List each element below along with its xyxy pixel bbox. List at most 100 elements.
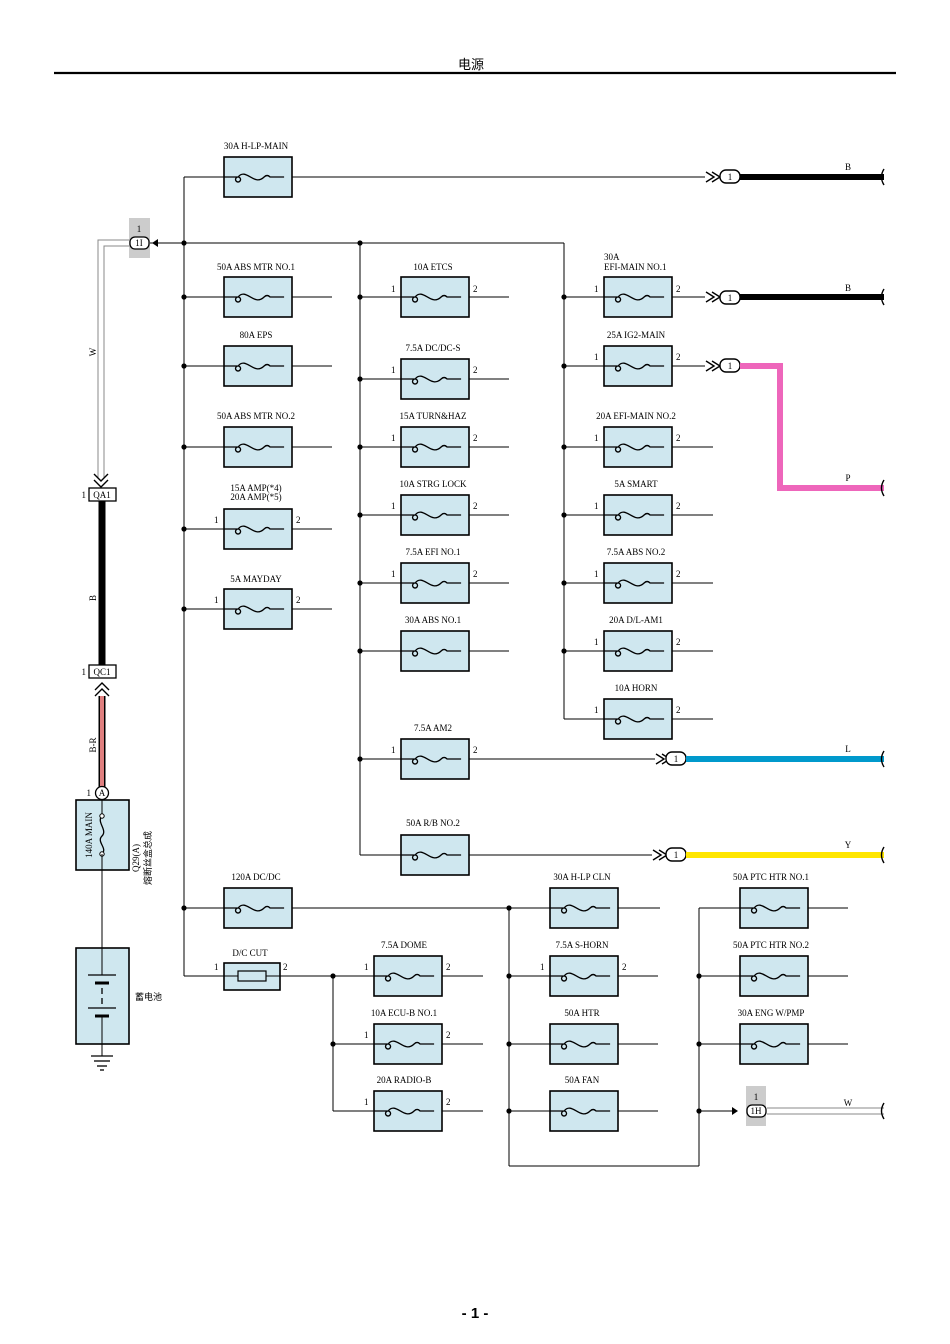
fuse-7-5a-efi-no1: 7.5A EFI NO.1 1 2	[360, 547, 509, 604]
svg-text:10A ECU-B NO.1: 10A ECU-B NO.1	[371, 1008, 437, 1018]
svg-text:QC1: QC1	[93, 667, 110, 677]
fuse-30a-efi-main-no1: 30A EFI-MAIN NO.1 1 2	[564, 252, 705, 318]
svg-text:1: 1	[594, 705, 599, 715]
svg-text:1: 1	[728, 361, 733, 371]
fuse-50a-ptc-htr-no2: 50A PTC HTR NO.2	[699, 940, 848, 997]
svg-text:5A MAYDAY: 5A MAYDAY	[230, 574, 282, 584]
svg-text:50A ABS MTR NO.2: 50A ABS MTR NO.2	[217, 411, 295, 421]
svg-text:10A STRG LOCK: 10A STRG LOCK	[399, 479, 467, 489]
svg-text:1: 1	[391, 501, 396, 511]
svg-text:EFI-MAIN NO.1: EFI-MAIN NO.1	[604, 262, 667, 272]
svg-text:1: 1	[674, 754, 679, 764]
svg-text:50A ABS MTR NO.1: 50A ABS MTR NO.1	[217, 262, 295, 272]
svg-text:1: 1	[391, 745, 396, 755]
connector-a: A 1	[87, 785, 110, 801]
svg-text:50A FAN: 50A FAN	[565, 1075, 600, 1085]
svg-text:2: 2	[296, 515, 301, 525]
fuse-7-5a-am2: 7.5A AM2 1 2	[360, 723, 655, 780]
output-wire-p: 1 P	[705, 358, 885, 497]
svg-text:20A RADIO-B: 20A RADIO-B	[377, 1075, 432, 1085]
fuse-25a-ig2-main: 25A IG2-MAIN 1 2	[564, 330, 705, 387]
svg-text:P: P	[845, 473, 850, 483]
svg-text:1: 1	[87, 788, 92, 798]
svg-text:B: B	[845, 162, 851, 172]
svg-text:2: 2	[473, 433, 478, 443]
fuse-15a-turn-haz: 15A TURN&HAZ 1 2	[360, 411, 509, 468]
svg-text:2: 2	[676, 352, 681, 362]
fuse-120a-dcdc: 120A DC/DC	[223, 872, 293, 929]
svg-text:80A EPS: 80A EPS	[240, 330, 273, 340]
svg-text:2: 2	[473, 501, 478, 511]
wire-w-left: W	[88, 239, 130, 488]
svg-text:2: 2	[283, 962, 288, 972]
output-wire-b-1: 1 B	[705, 162, 885, 186]
battery: 蓄电池	[75, 947, 162, 1045]
svg-text:30A H-LP CLN: 30A H-LP CLN	[553, 872, 611, 882]
fuse-10a-strg-lock: 10A STRG LOCK 1 2	[360, 479, 509, 536]
fuse-7-5a-dcdc-s: 7.5A DC/DC-S 1 2	[360, 343, 509, 400]
svg-text:7.5A AM2: 7.5A AM2	[414, 723, 452, 733]
svg-text:1: 1	[364, 1097, 369, 1107]
svg-text:15A AMP(*4): 15A AMP(*4)	[230, 483, 281, 493]
svg-text:W: W	[88, 347, 98, 356]
svg-text:B: B	[88, 595, 98, 601]
svg-text:30A ABS NO.1: 30A ABS NO.1	[405, 615, 461, 625]
svg-text:2: 2	[676, 637, 681, 647]
svg-text:7.5A EFI NO.1: 7.5A EFI NO.1	[405, 547, 460, 557]
svg-text:1: 1	[594, 433, 599, 443]
fuse-50a-fan: 50A FAN	[509, 1075, 658, 1132]
fuse-5a-mayday: 5A MAYDAY 1 2	[184, 574, 332, 630]
svg-text:30A: 30A	[604, 252, 620, 262]
svg-text:1: 1	[137, 224, 142, 234]
svg-text:2: 2	[446, 1030, 451, 1040]
svg-text:20A AMP(*5): 20A AMP(*5)	[230, 492, 281, 502]
svg-text:蓄电池: 蓄电池	[135, 991, 162, 1003]
svg-text:1: 1	[674, 850, 679, 860]
svg-text:20A EFI-MAIN NO.2: 20A EFI-MAIN NO.2	[596, 411, 676, 421]
svg-text:D/C CUT: D/C CUT	[232, 948, 268, 958]
svg-text:熔断丝盒总成: 熔断丝盒总成	[142, 831, 154, 885]
svg-text:1: 1	[364, 962, 369, 972]
fuse-50a-ptc-htr-no1: 50A PTC HTR NO.1	[733, 872, 848, 929]
page-number: - 1 -	[462, 1305, 489, 1322]
svg-text:2: 2	[676, 433, 681, 443]
svg-text:7.5A ABS NO.2: 7.5A ABS NO.2	[607, 547, 666, 557]
svg-text:25A IG2-MAIN: 25A IG2-MAIN	[607, 330, 666, 340]
svg-text:2: 2	[473, 569, 478, 579]
wire-b-left: B	[88, 501, 106, 665]
connector-qa1: 1 QA1	[82, 487, 117, 502]
ground-icon	[91, 1044, 113, 1071]
svg-text:1: 1	[594, 501, 599, 511]
svg-text:50A PTC HTR NO.2: 50A PTC HTR NO.2	[733, 940, 809, 950]
fuse-20a-dl-am1: 20A D/L-AM1 1 2	[564, 615, 713, 672]
fuse-80a-eps: 80A EPS	[184, 330, 332, 387]
fuse-50a-abs-mtr-no2: 50A ABS MTR NO.2	[184, 411, 332, 468]
svg-text:B: B	[845, 283, 851, 293]
svg-text:50A HTR: 50A HTR	[564, 1008, 599, 1018]
svg-text:1: 1	[82, 667, 87, 677]
svg-text:7.5A DOME: 7.5A DOME	[381, 940, 428, 950]
output-wire-b-2: 1 B	[705, 283, 885, 306]
output-wire-y: 1 Y	[652, 840, 885, 864]
svg-text:20A D/L-AM1: 20A D/L-AM1	[609, 615, 663, 625]
fuse-10a-etcs: 10A ETCS 1 2	[360, 262, 509, 318]
connector-qc1: 1 QC1	[82, 664, 117, 697]
fuse-20a-efi-main-no2: 20A EFI-MAIN NO.2 1 2	[564, 411, 713, 468]
fuse-30a-abs-no1: 30A ABS NO.1	[360, 615, 509, 672]
svg-text:2: 2	[676, 501, 681, 511]
svg-text:7.5A S-HORN: 7.5A S-HORN	[555, 940, 609, 950]
svg-text:1: 1	[540, 962, 545, 972]
svg-text:1: 1	[391, 433, 396, 443]
fuse-50a-abs-mtr-no1: 50A ABS MTR NO.1	[184, 262, 332, 318]
page-title: 电源	[458, 58, 484, 73]
bus-wires	[150, 176, 740, 1167]
fuse-30a-hlp-cln: 30A H-LP CLN	[549, 872, 619, 929]
svg-text:L: L	[845, 744, 851, 754]
fuse-amp: 15A AMP(*4) 20A AMP(*5) 1 2	[184, 483, 332, 550]
svg-text:QA1: QA1	[93, 490, 111, 500]
output-wire-w: 1 1H W	[699, 1086, 885, 1126]
svg-text:1: 1	[82, 490, 87, 500]
fuse-50a-htr: 50A HTR	[509, 1008, 658, 1065]
fuse-20a-radio-b: 20A RADIO-B 1 2	[333, 1075, 483, 1132]
